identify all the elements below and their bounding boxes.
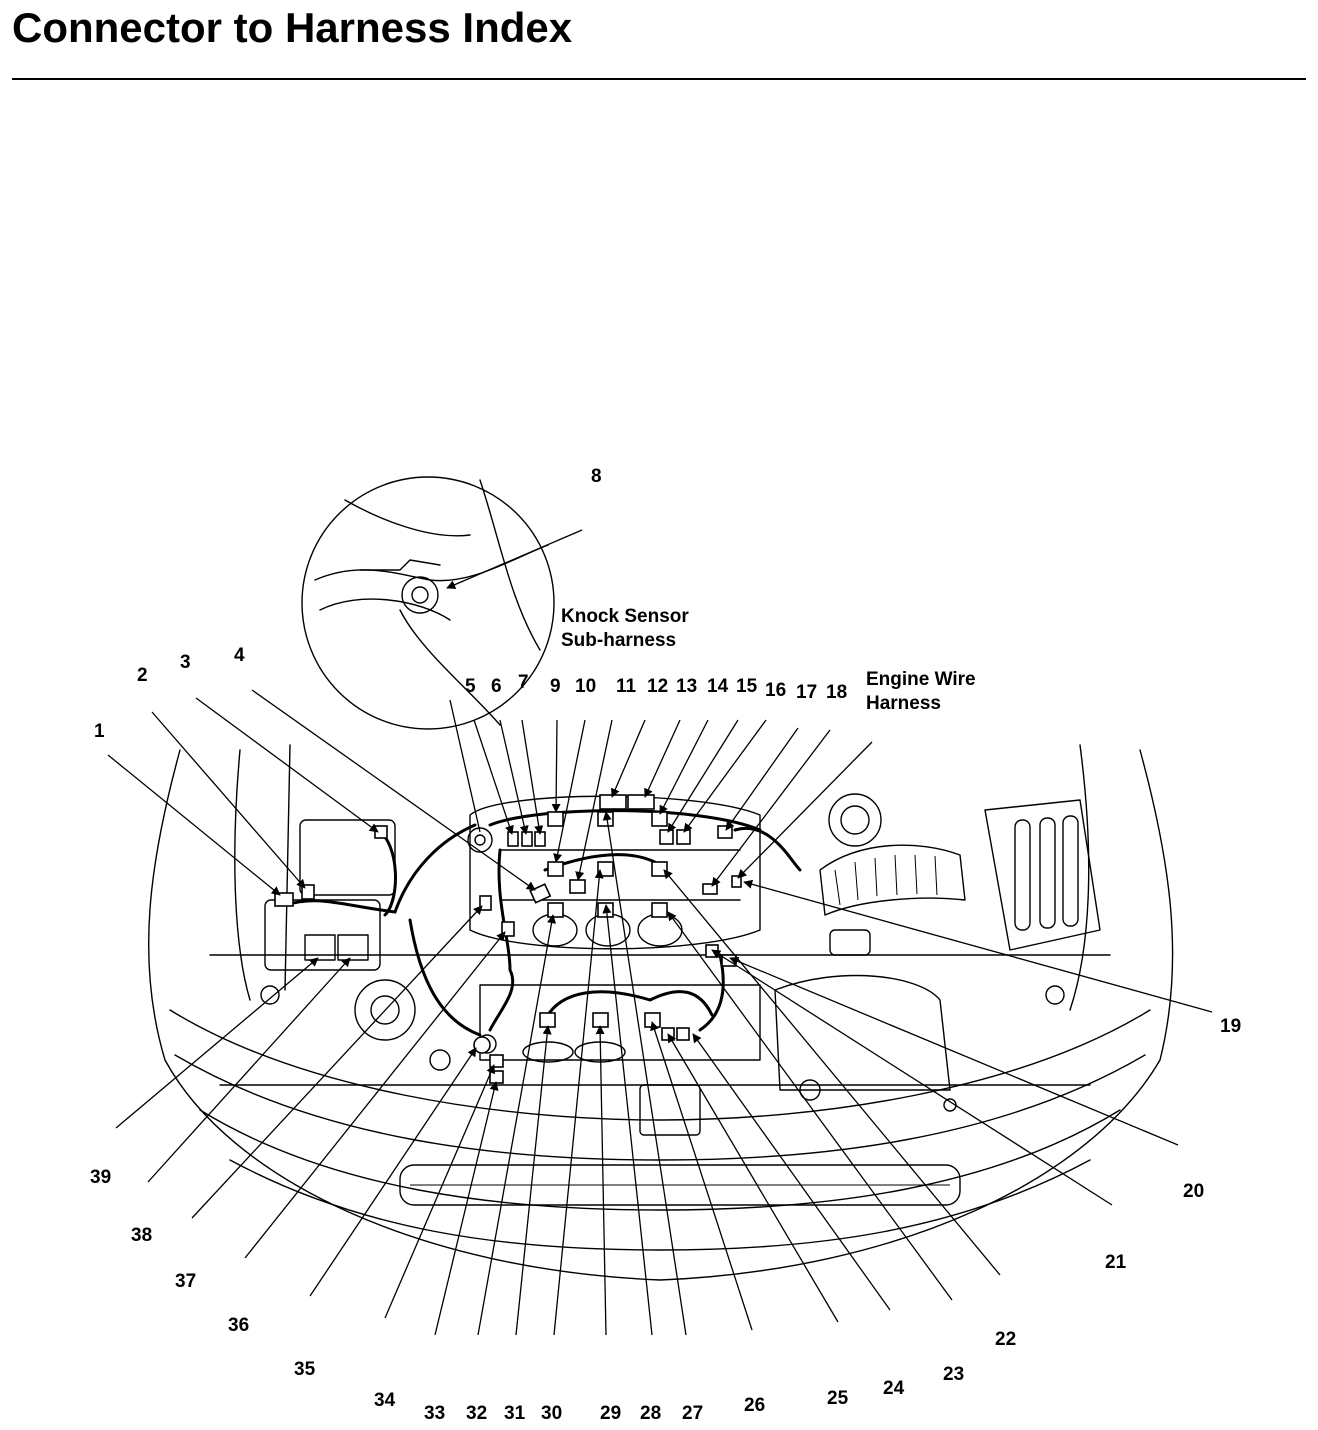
label-7: 7 bbox=[518, 672, 529, 693]
label-17: 17 bbox=[796, 682, 817, 703]
knock-sensor-label-line1: Knock Sensor bbox=[561, 606, 689, 627]
label-15: 15 bbox=[736, 676, 758, 697]
label-1: 1 bbox=[94, 721, 105, 742]
label-22: 22 bbox=[995, 1329, 1016, 1350]
label-38: 38 bbox=[131, 1225, 152, 1246]
engine-wire-harness-label-line1: Engine Wire bbox=[866, 669, 976, 690]
label-11: 11 bbox=[616, 676, 637, 697]
label-2: 2 bbox=[137, 665, 148, 686]
knock-sensor-label-line2: Sub-harness bbox=[561, 630, 676, 651]
label-30: 30 bbox=[541, 1403, 562, 1424]
engine-wire-harness-label-line2: Harness bbox=[866, 693, 941, 714]
label-29: 29 bbox=[600, 1403, 621, 1424]
label-12: 12 bbox=[647, 676, 668, 697]
engine-bay-drawing bbox=[147, 744, 1174, 1281]
label-4: 4 bbox=[234, 645, 245, 666]
label-28: 28 bbox=[640, 1403, 661, 1424]
number-labels: 1 2 3 4 5 6 7 8 9 10 11 12 13 14 15 16 1… bbox=[90, 466, 1241, 1424]
label-36: 36 bbox=[228, 1315, 249, 1336]
label-37: 37 bbox=[175, 1271, 196, 1292]
label-3: 3 bbox=[180, 652, 191, 673]
label-25: 25 bbox=[827, 1388, 849, 1409]
page-title: Connector to Harness Index bbox=[12, 4, 573, 51]
label-39: 39 bbox=[90, 1167, 111, 1188]
label-14: 14 bbox=[707, 676, 729, 697]
label-18: 18 bbox=[826, 682, 847, 703]
label-35: 35 bbox=[294, 1359, 316, 1380]
leader-lines bbox=[107, 689, 1213, 1336]
label-16: 16 bbox=[765, 680, 786, 701]
label-21: 21 bbox=[1105, 1252, 1127, 1273]
label-5: 5 bbox=[465, 676, 476, 697]
label-6: 6 bbox=[491, 676, 502, 697]
label-20: 20 bbox=[1183, 1181, 1204, 1202]
knock-sensor-detail-inset bbox=[301, 476, 583, 833]
label-32: 32 bbox=[466, 1403, 487, 1424]
label-8: 8 bbox=[591, 466, 602, 487]
label-9: 9 bbox=[550, 676, 561, 697]
label-10: 10 bbox=[575, 676, 596, 697]
label-13: 13 bbox=[676, 676, 697, 697]
label-24: 24 bbox=[883, 1378, 905, 1399]
label-26: 26 bbox=[744, 1395, 765, 1416]
label-33: 33 bbox=[424, 1403, 445, 1424]
label-34: 34 bbox=[374, 1390, 396, 1411]
label-27: 27 bbox=[682, 1403, 703, 1424]
label-31: 31 bbox=[504, 1403, 526, 1424]
label-19: 19 bbox=[1220, 1016, 1241, 1037]
label-23: 23 bbox=[943, 1364, 964, 1385]
title-rule bbox=[12, 78, 1306, 80]
